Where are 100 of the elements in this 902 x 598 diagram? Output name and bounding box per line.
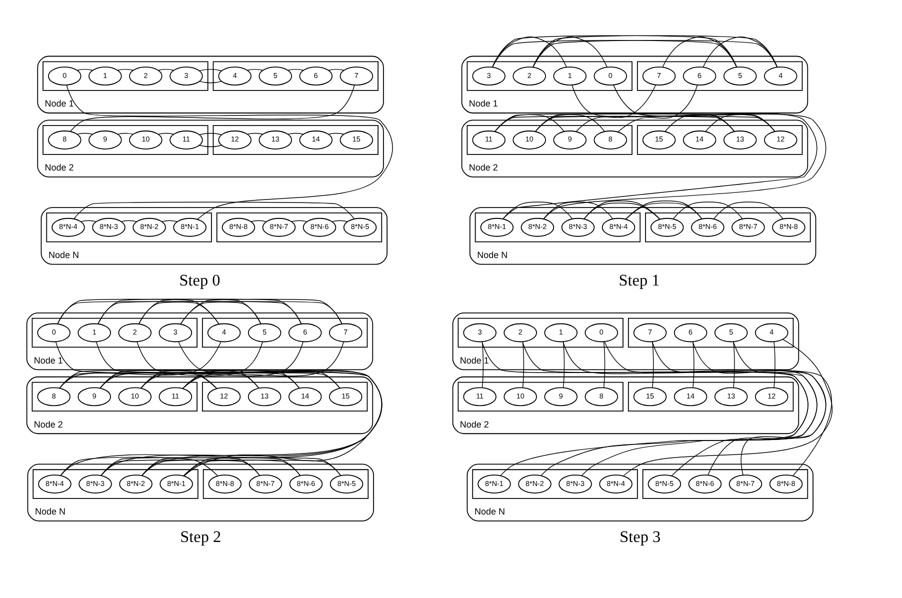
node-ellipse: 0 [594,66,628,86]
node-ellipse: 3 [463,323,496,342]
node-ellipse: 8*N-5 [650,218,684,237]
node-ellipse: 8*N-8 [772,218,806,237]
node-ellipse: 14 [299,130,333,150]
connector [140,341,304,388]
node-ellipse: 9 [544,387,578,406]
connector [76,132,93,135]
connector [76,68,93,71]
node-ellipse: 4 [764,66,798,86]
node-ellipse: 8*N-4 [602,218,636,237]
cluster [202,318,368,348]
node-ellipse: 8 [37,387,70,406]
connector [80,220,96,222]
node-ellipse: 2 [512,66,546,86]
cluster [466,61,632,91]
label: Step 1 [618,271,660,290]
connector [74,202,355,220]
cluster [32,382,198,412]
cluster [458,318,624,348]
node-ellipse: 12 [754,387,788,406]
cluster [202,382,368,412]
node-ellipse: 8*N-6 [302,218,336,237]
connector [543,202,614,220]
connector [178,341,382,476]
cluster [628,318,794,348]
node-ellipse: 1 [544,323,578,342]
cluster [645,212,811,242]
connector [328,132,344,135]
connector [59,342,222,388]
node-ellipse: 8*N-7 [248,474,282,494]
node-ellipse: 5 [714,323,748,342]
label: Step 2 [180,528,222,546]
connector [328,68,344,71]
node-ellipse: 8*N-2 [518,474,552,494]
node-ellipse: 9 [88,130,122,150]
node-ellipse: 5 [248,323,282,342]
node-ellipse: 11 [170,130,203,150]
node-ellipse: 8*N-3 [78,474,112,494]
node-ellipse: 5 [258,66,292,86]
node-ellipse: 0 [584,323,618,342]
cluster [32,469,198,499]
cluster [46,212,212,242]
connector [180,298,342,324]
node-ellipse: 8*N-1 [478,474,511,494]
connector [141,457,301,476]
node-ellipse: 15 [340,130,374,150]
node-ellipse: 11 [158,387,192,406]
node-ellipse: 12 [764,130,798,150]
node-ellipse: 4 [207,323,241,342]
connector [247,68,264,71]
node-ellipse: 9 [553,130,587,150]
connector [158,132,174,135]
node-ellipse: 14 [674,387,708,406]
connector [502,84,818,220]
node-ellipse: 8*N-3 [558,474,592,494]
node-ellipse: 4 [218,66,252,86]
connector [603,341,606,388]
connector [140,370,300,389]
connector [535,114,776,132]
node-ellipse: 10 [118,387,152,406]
node-ellipse: 0 [37,323,70,342]
connector [625,200,702,220]
node-ellipse: 8*N-1 [160,474,193,494]
connector [494,114,735,132]
connector [774,341,776,388]
cluster [474,212,641,242]
node-ellipse: 14 [288,387,322,406]
connector [121,220,138,222]
connector [692,341,694,388]
node-ellipse: 10 [512,130,546,150]
node-ellipse: 13 [714,387,748,406]
node-ellipse: 8*N-4 [599,474,632,494]
connector [288,68,304,71]
connector [162,220,178,222]
node-ellipse: 7 [642,66,676,86]
node-ellipse: 8*N-3 [92,218,126,237]
node-ellipse: 13 [248,387,282,406]
node-ellipse: 8*N-5 [648,474,682,494]
connector [494,114,564,132]
connector [492,35,738,68]
connector [618,84,698,132]
node-ellipse: 8 [594,130,628,150]
node-ellipse: 8*N-2 [132,218,166,237]
node-ellipse: 3 [170,66,203,86]
cluster [636,125,803,155]
node-ellipse: 8*N-6 [289,474,323,494]
label: Step 0 [179,271,220,290]
connector [70,84,355,132]
cluster [42,61,208,91]
node-ellipse: 8*N-7 [728,474,762,494]
connector [562,341,565,388]
connector [733,341,735,388]
connector [100,341,263,388]
cluster [472,469,638,499]
node-ellipse: 13 [258,130,292,150]
node-ellipse: 2 [129,66,162,86]
cluster [628,382,794,412]
connector [100,457,260,476]
connector [98,298,262,324]
